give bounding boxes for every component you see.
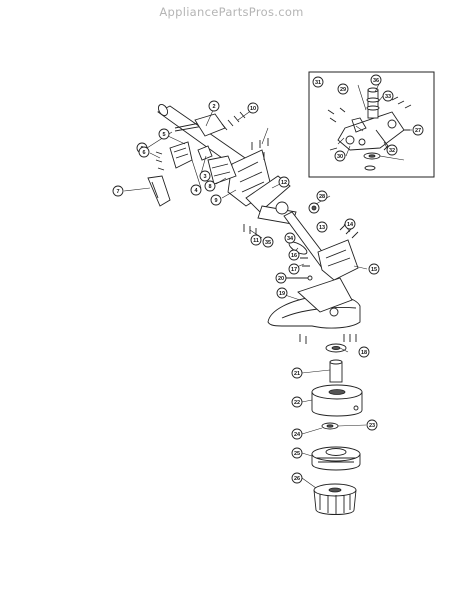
svg-text:26: 26 [294,476,300,482]
svg-text:29: 29 [340,87,346,93]
svg-text:27: 27 [415,128,421,134]
callout-24: 24 [291,428,303,440]
svg-text:5: 5 [162,132,165,138]
callout-23: 23 [366,419,378,431]
svg-text:34: 34 [287,236,294,242]
svg-text:8: 8 [208,184,211,190]
callout-4: 4 [190,184,202,196]
leader-lines [123,83,412,489]
callout-20: 20 [275,272,287,284]
cutting-head-assembly [311,359,363,515]
callout-18: 18 [358,346,370,358]
svg-text:19: 19 [279,291,285,297]
callout-16: 16 [288,249,300,261]
callout-22: 22 [291,396,303,408]
callout-17: 17 [288,263,300,275]
callout-3: 3 [199,170,211,182]
svg-text:20: 20 [278,276,284,282]
svg-text:23: 23 [369,423,375,429]
svg-text:2: 2 [212,104,215,110]
svg-text:11: 11 [253,238,259,244]
svg-text:12: 12 [281,180,287,186]
callout-14: 14 [344,218,356,230]
trimmer-guard [267,277,361,353]
svg-text:22: 22 [294,400,300,406]
callout-12: 12 [278,176,290,188]
callout-19: 19 [276,287,288,299]
svg-text:6: 6 [142,150,145,156]
inset-detail-box [308,71,435,178]
svg-text:21: 21 [294,371,300,377]
callout-33: 33 [382,90,394,102]
callout-32: 32 [386,144,398,156]
svg-text:24: 24 [294,432,301,438]
svg-text:32: 32 [389,148,395,154]
callout-30: 30 [334,150,346,162]
callout-26: 26 [291,472,303,484]
callout-10: 10 [247,102,259,114]
svg-text:10: 10 [250,106,256,112]
svg-text:3: 3 [203,174,206,180]
svg-text:7: 7 [116,189,119,195]
watermark-text: AppliancePartsPros.com [159,5,304,19]
callout-2: 2 [208,100,220,112]
svg-text:9: 9 [214,198,217,204]
callout-35: 35 [262,236,274,248]
svg-text:16: 16 [291,253,297,259]
callout-8: 8 [204,180,216,192]
svg-text:36: 36 [373,78,379,84]
callout-25: 25 [291,447,303,459]
callout-11: 11 [250,234,262,246]
callout-36: 36 [370,74,382,86]
svg-text:18: 18 [361,350,367,356]
svg-text:30: 30 [337,154,343,160]
svg-text:25: 25 [294,451,300,457]
callout-31: 31 [312,76,324,88]
svg-text:17: 17 [291,267,297,273]
callout-markers: 1 2 3 4 5 6 7 8 9 10 11 12 13 14 15 16 1… [112,74,424,484]
lower-shaft-assembly [283,211,359,281]
svg-text:13: 13 [319,225,325,231]
svg-text:15: 15 [371,267,377,273]
callout-21: 21 [291,367,303,379]
callout-28: 28 [316,190,328,202]
callout-5: 5 [158,128,170,140]
upper-shaft-assembly [147,103,249,207]
svg-text:4: 4 [194,188,198,194]
svg-text:33: 33 [385,94,391,100]
svg-text:31: 31 [315,80,321,86]
callout-9: 9 [210,194,222,206]
callout-29: 29 [337,83,349,95]
callout-13: 13 [316,221,328,233]
svg-text:14: 14 [347,222,354,228]
svg-text:28: 28 [319,194,325,200]
callout-6: 6 [138,146,150,158]
callout-34: 34 [284,232,296,244]
callout-7: 7 [112,185,124,197]
svg-text:35: 35 [265,240,271,246]
callout-15: 15 [368,263,380,275]
callout-27: 27 [412,124,424,136]
